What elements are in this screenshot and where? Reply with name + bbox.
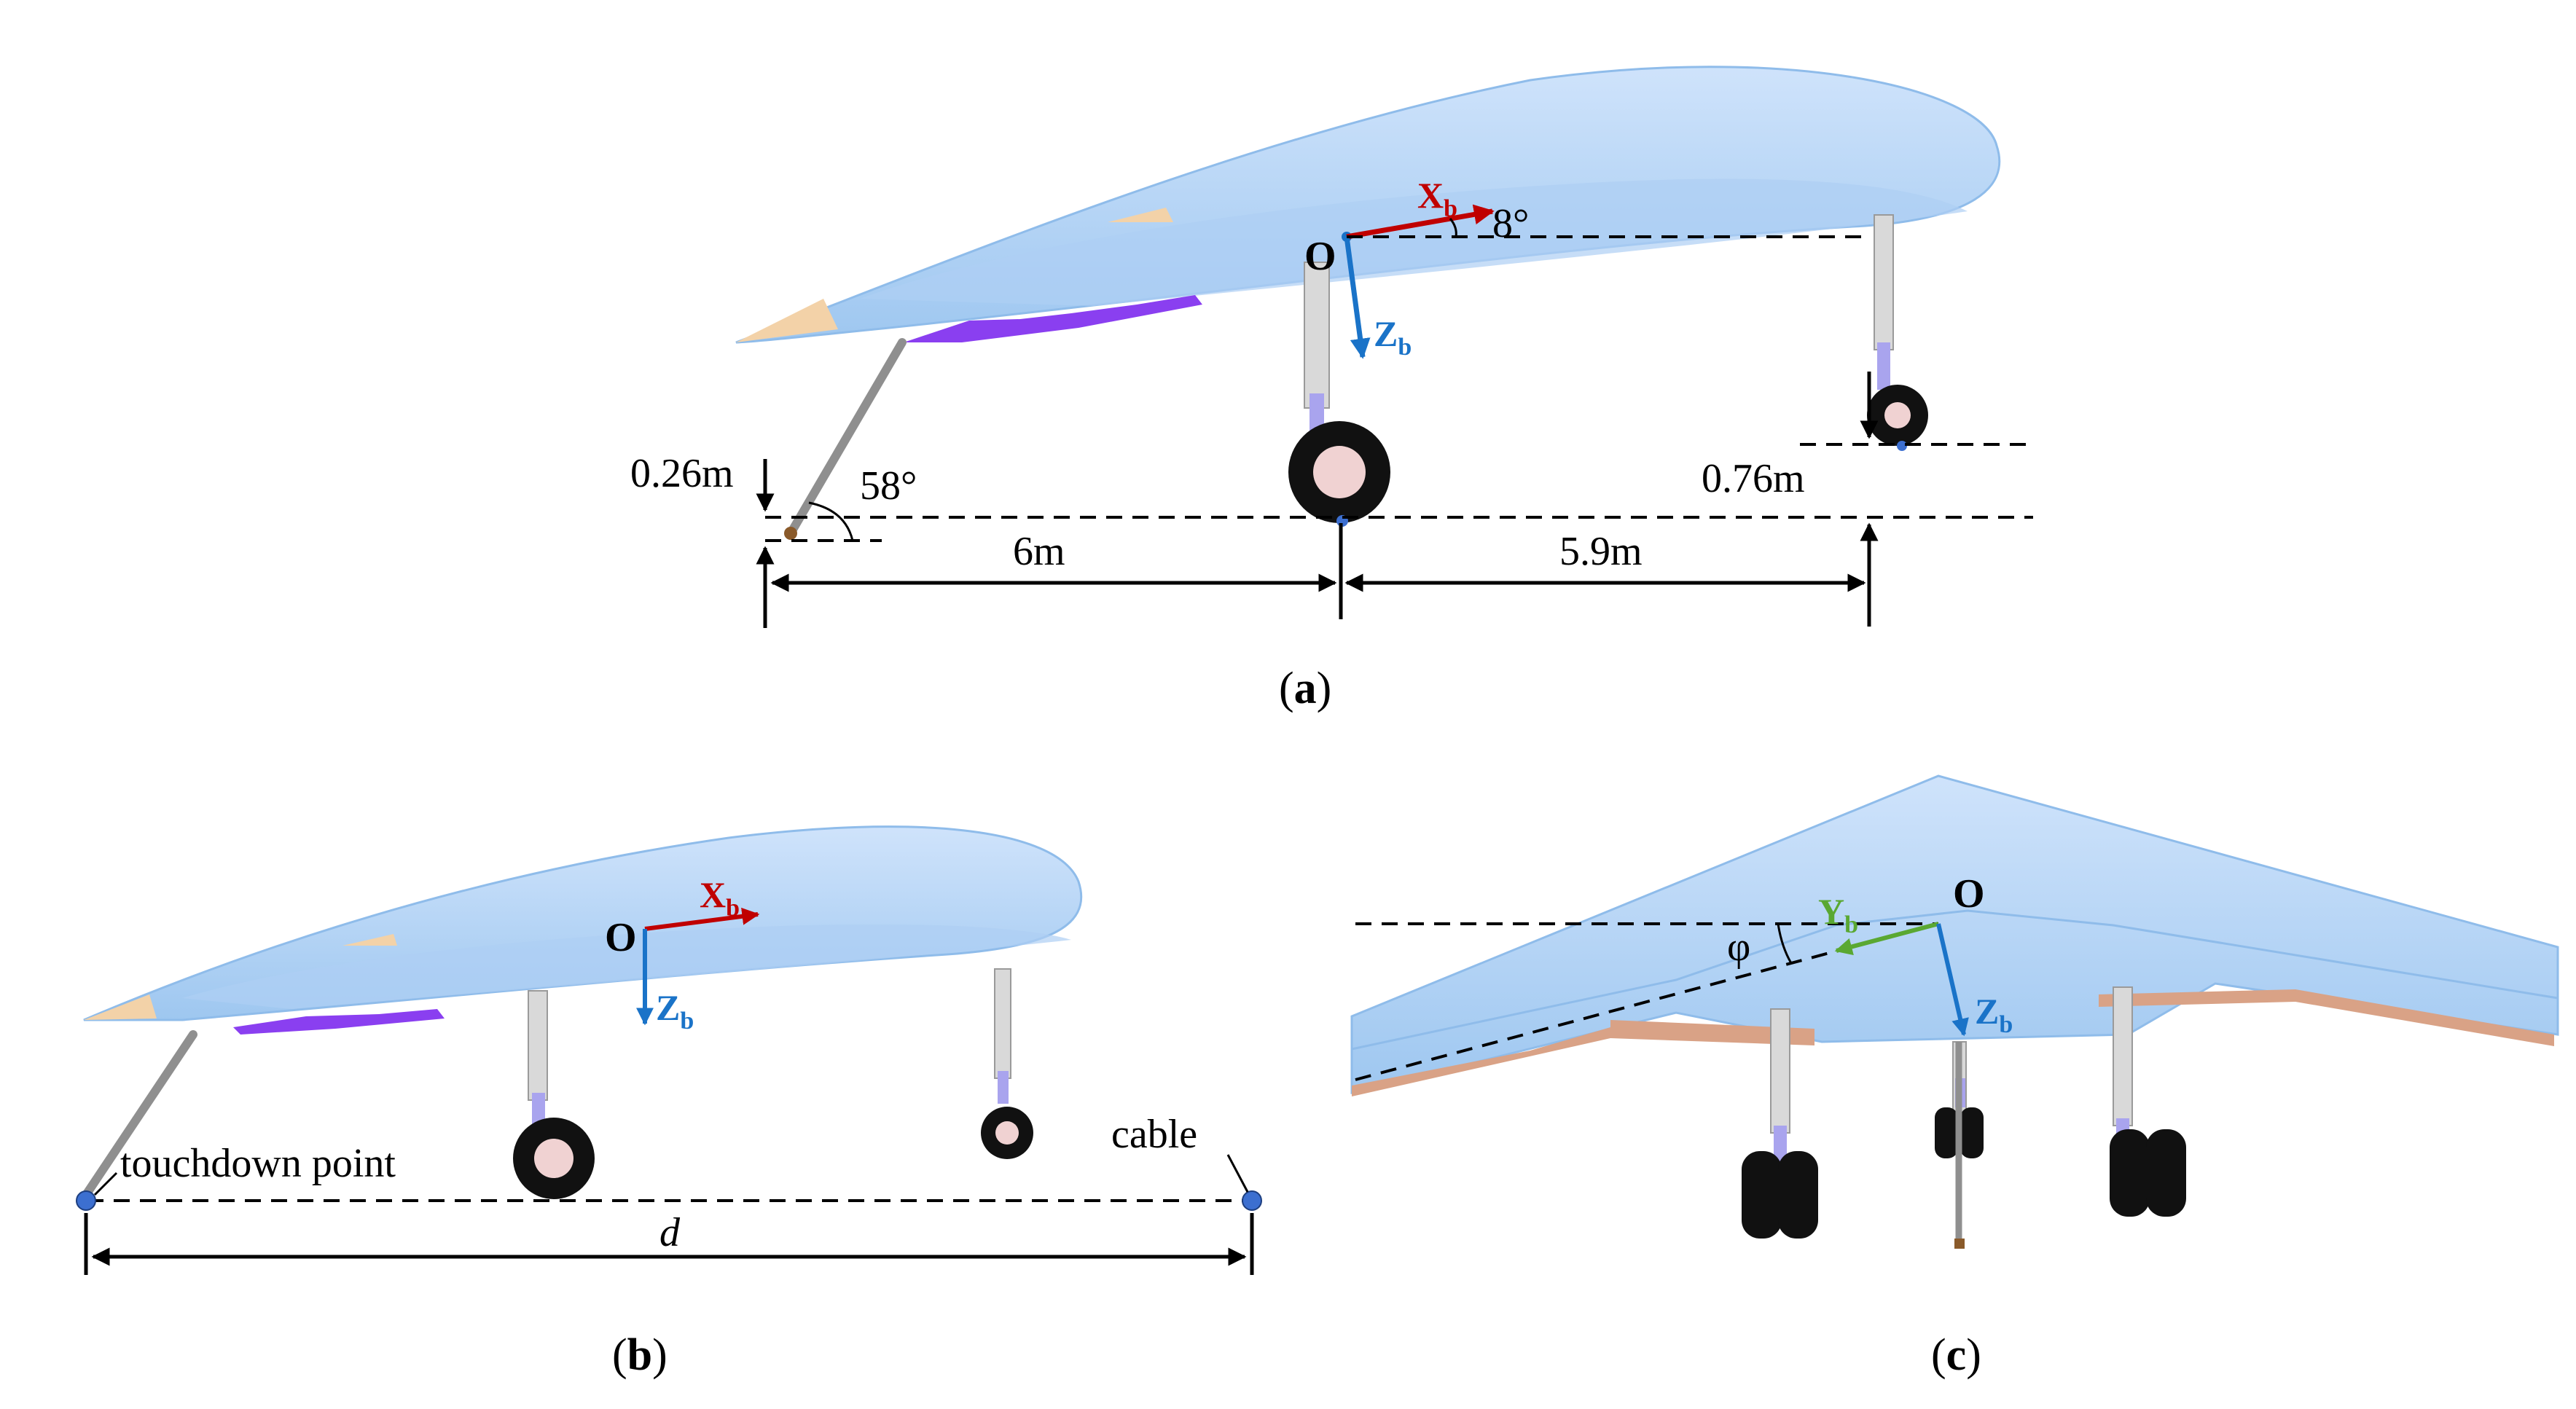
- panel-a-tail-angle: 58°: [860, 463, 917, 509]
- panel-b-nose-gear: [981, 968, 1033, 1159]
- panel-a-nose-tip: [736, 299, 838, 342]
- panel-a-nose-gear: [1867, 214, 1928, 451]
- panel-a: O Xb Zb 8° 58° 0.26m 0.76m 6m 5.9m: [630, 66, 2033, 713]
- panel-b-touchdown-marker: [76, 1190, 96, 1211]
- panel-b: O Xb Zb touchdown point cable d (b): [76, 825, 1262, 1380]
- panel-a-x-axis-label: Xb: [1417, 175, 1457, 222]
- panel-a-tail-hook: [786, 338, 907, 538]
- panel-c-y-axis: [1834, 922, 1939, 956]
- panel-b-cable-marker: [1242, 1190, 1262, 1211]
- panel-a-dist-tail-main: 6m: [1013, 529, 1065, 574]
- panel-b-cable-label: cable: [1111, 1112, 1197, 1157]
- panel-b-x-axis-label: Xb: [700, 874, 740, 922]
- panel-a-wing-inner-surface: [860, 178, 1968, 306]
- panel-b-nose-tip: [84, 994, 157, 1020]
- panel-b-caption: (b): [612, 1330, 668, 1380]
- panel-b-distance-label: d: [659, 1210, 681, 1255]
- panel-a-nose-height: 0.76m: [1702, 456, 1805, 501]
- panel-b-x-axis: [644, 907, 760, 931]
- panel-c-y-axis-label: Yb: [1818, 891, 1858, 938]
- panel-c-flap-left: [1610, 1020, 1814, 1045]
- panel-b-main-gear: [513, 990, 595, 1199]
- panel-c-nose-gear: [1935, 1041, 1984, 1249]
- panel-a-z-axis: [1344, 236, 1371, 359]
- panel-c-flap-right: [2099, 989, 2554, 1046]
- panel-a-dist-main-nose: 5.9m: [1559, 529, 1643, 574]
- panel-a-upper-tip: [1108, 208, 1173, 222]
- panel-a-tail-height: 0.26m: [630, 451, 734, 496]
- panel-c-wing-body: [1350, 774, 2559, 1094]
- panel-b-origin-label: O: [605, 915, 637, 960]
- panel-c-caption: (c): [1931, 1330, 1981, 1380]
- panel-b-tail-hook: [82, 1030, 197, 1199]
- panel-a-main-gear: [1288, 262, 1390, 527]
- panel-a-x-axis: [1346, 204, 1495, 240]
- panel-a-z-axis-label: Zb: [1374, 313, 1412, 361]
- panel-c-z-axis: [1936, 923, 1969, 1037]
- panel-c: O Yb Zb φ (c): [1350, 774, 2559, 1380]
- panel-c-z-axis-label: Zb: [1975, 991, 2013, 1038]
- panel-b-z-axis-label: Zb: [656, 987, 694, 1035]
- panel-b-purple-parts: [233, 1009, 445, 1035]
- panel-a-origin-label: O: [1304, 234, 1336, 279]
- panel-c-right-gear: [2110, 986, 2186, 1217]
- panel-a-purple-parts: [904, 295, 1202, 342]
- panel-c-left-gear: [1742, 1008, 1818, 1239]
- panel-a-caption: (a): [1279, 664, 1331, 713]
- panel-a-pitch-angle: 8°: [1492, 201, 1529, 246]
- panel-c-origin-label: O: [1953, 871, 1985, 917]
- panel-b-touchdown-label: touchdown point: [120, 1141, 396, 1186]
- panel-c-roll-angle: φ: [1727, 925, 1750, 970]
